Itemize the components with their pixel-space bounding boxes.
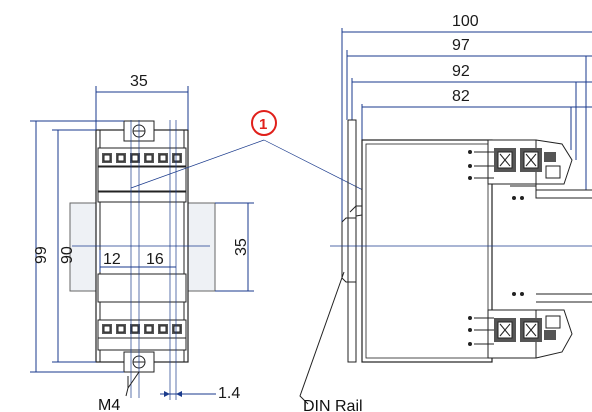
side-view: 100 97 92 82 <box>299 13 592 412</box>
dim-depth-100: 100 <box>452 13 479 30</box>
label-din-rail: DIN Rail <box>303 398 363 412</box>
dim-height-99: 99 <box>33 246 50 264</box>
dim-spacing-16: 16 <box>146 251 164 268</box>
side-housing <box>361 139 493 363</box>
side-connector-top <box>468 139 592 200</box>
dim-width-35: 35 <box>130 73 148 90</box>
dim-rail-35: 35 <box>233 238 250 256</box>
dim-depth-82: 82 <box>452 88 470 105</box>
label-m4: M4 <box>98 397 120 412</box>
svg-text:1: 1 <box>259 116 267 133</box>
front-dimensions: 35 99 90 35 12 16 M4 1.4 <box>30 73 254 412</box>
dim-depth-97: 97 <box>452 37 470 54</box>
front-view <box>69 120 216 400</box>
dim-spacing-12: 12 <box>103 251 121 268</box>
side-connector-bottom <box>468 292 592 359</box>
dim-offset-1-4: 1.4 <box>218 385 240 402</box>
dim-height-90: 90 <box>59 246 76 264</box>
dim-depth-92: 92 <box>452 63 470 80</box>
